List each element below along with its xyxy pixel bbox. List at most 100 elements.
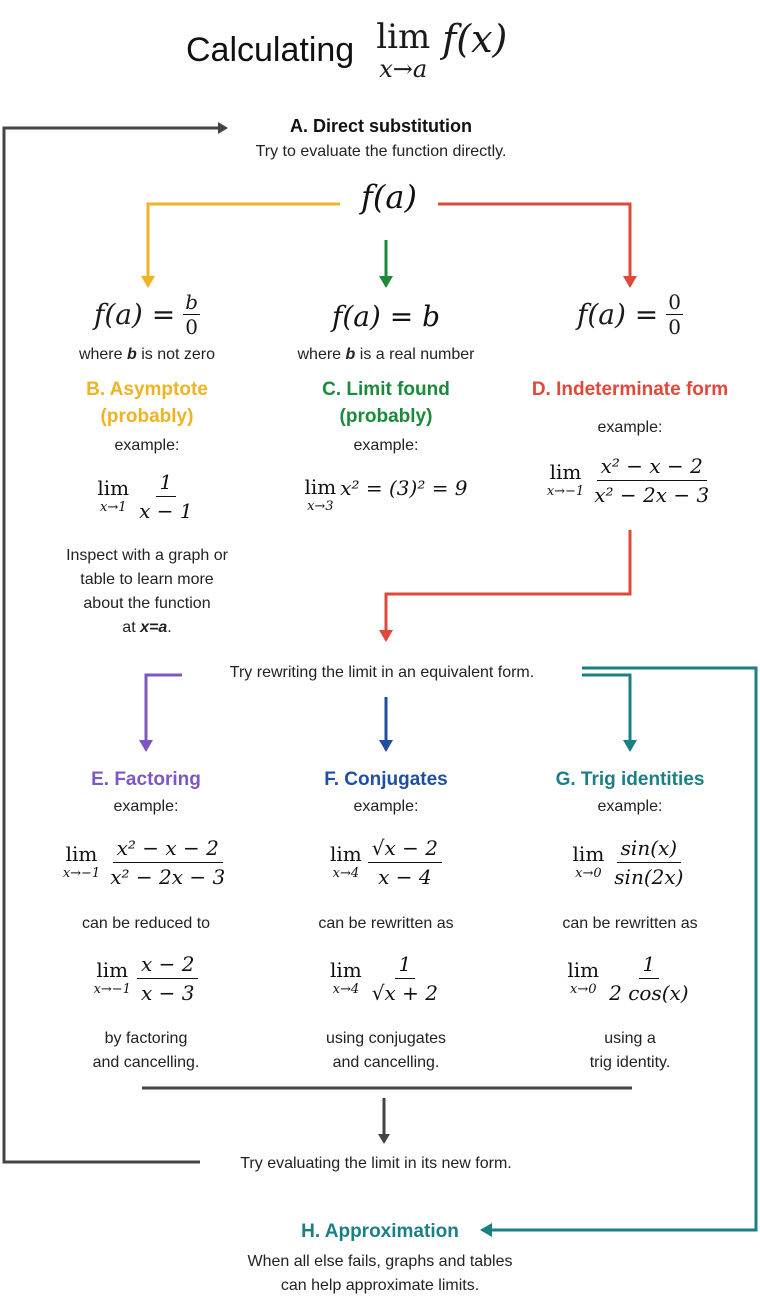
g-res-lim-sub: x→0: [570, 982, 597, 997]
b-heading-2: (probably): [100, 406, 194, 427]
g-ex-lim-sub: x→0: [575, 866, 602, 881]
c-example-label: example:: [353, 437, 419, 454]
e-ex-lim-sub: x→−1: [62, 866, 101, 881]
g-foot-1: using a: [604, 1030, 656, 1047]
g-middle: can be rewritten as: [562, 915, 698, 932]
title-lim-sub: x→a: [379, 54, 428, 83]
f-res-frac: 1√x + 2: [368, 953, 442, 1004]
c-note: where b is a real number: [270, 343, 502, 367]
c-expr: f(a) = b: [331, 300, 441, 333]
g-ex-den: sin(2x): [614, 864, 684, 889]
e-ex-den: x² − 2x − 3: [110, 864, 226, 889]
b-note-var: b: [126, 346, 137, 363]
f-middle: can be rewritten as: [318, 915, 454, 932]
b-note-pre: where: [78, 346, 123, 363]
g-foot: using a trig identity.: [514, 1027, 746, 1075]
b-heading: B. Asymptote (probably): [44, 376, 250, 430]
d-heading: D. Indeterminate form: [531, 379, 729, 400]
h-desc: When all else fails, graphs and tables c…: [180, 1250, 580, 1298]
arrow-to-g: [582, 673, 637, 752]
b-ex-den: x − 1: [139, 498, 193, 523]
title-text: Calculating: [186, 30, 355, 69]
e-foot: by factoring and cancelling.: [30, 1027, 262, 1075]
c-note-var: b: [345, 346, 356, 363]
e-res-den: x − 3: [140, 980, 195, 1005]
f-res-lim-sub: x→4: [332, 982, 360, 997]
f-ex-num: √x − 2: [367, 837, 442, 863]
g-ex-num: sin(x): [616, 837, 682, 863]
f-example-label: example:: [353, 798, 419, 815]
b-heading-1: B. Asymptote: [86, 379, 208, 400]
c-ex-lim-sub: x→3: [307, 499, 334, 514]
g-ex-frac: sin(x)sin(2x): [610, 837, 687, 888]
d-frac: 0 0: [666, 292, 683, 337]
c-note-post: is a real number: [359, 346, 475, 363]
g-heading: G. Trig identities: [555, 769, 705, 790]
f-res-den: √x + 2: [371, 980, 438, 1005]
g-res-den: 2 cos(x): [609, 980, 689, 1005]
g-foot-2: trig identity.: [589, 1054, 671, 1071]
c-heading-2: (probably): [339, 406, 433, 427]
c-ex-body: x² = (3)² = 9: [340, 476, 468, 500]
d-expr: f(a) = 0 0: [522, 292, 738, 337]
g-res-num: 1: [638, 953, 660, 979]
b-inspect-3: about the function: [83, 595, 211, 612]
a-expr: f(a): [361, 178, 417, 216]
b-note-post: is not zero: [141, 346, 216, 363]
b-inspect: Inspect with a graph or table to learn m…: [34, 544, 260, 640]
h-heading: H. Approximation: [301, 1221, 459, 1242]
title-lim: lim: [376, 16, 431, 57]
arrow-to-e: [139, 673, 182, 752]
b-inspect-2: table to learn more: [80, 571, 214, 588]
f-heading: F. Conjugates: [324, 769, 448, 790]
d-ex-den: x² − 2x − 3: [594, 482, 710, 507]
d-expr-lhs: f(a) =: [577, 298, 659, 331]
loop-arrow-to-a: [2, 122, 228, 1164]
b-inspect-4: at x=a.: [34, 616, 260, 640]
h-desc-1: When all else fails, graphs and tables: [247, 1253, 513, 1270]
arrow-to-d: [438, 202, 637, 288]
e-heading: E. Factoring: [91, 769, 201, 790]
arrow-to-h: [480, 666, 758, 1237]
f-foot: using conjugates and cancelling.: [270, 1027, 502, 1075]
b-expr: f(a) = b 0: [44, 292, 250, 337]
h-desc-2: can help approximate limits.: [280, 1277, 480, 1294]
rewrite-text: Try rewriting the limit in an equivalent…: [229, 664, 535, 681]
b-frac-den: 0: [185, 315, 198, 339]
arrow-to-b: [141, 202, 340, 288]
b-inspect-4-var: x=a: [140, 619, 168, 636]
e-res-lim-sub: x→−1: [93, 982, 131, 997]
b-expr-lhs: f(a) =: [93, 298, 176, 331]
f-res-num: 1: [394, 953, 416, 979]
b-note: where b is not zero: [44, 343, 250, 367]
f-foot-1: using conjugates: [325, 1030, 447, 1047]
f-ex-den: x − 4: [378, 864, 432, 889]
b-ex-lim-sub: x→1: [100, 500, 127, 515]
b-inspect-1: Inspect with a graph or: [66, 547, 228, 564]
e-foot-2: and cancelling.: [92, 1054, 200, 1071]
arrow-d-to-rewrite: [379, 530, 632, 642]
a-heading: A. Direct substitution: [289, 116, 472, 136]
b-example-label: example:: [114, 437, 180, 454]
b-inspect-4-pre: at: [122, 619, 136, 636]
c-heading: C. Limit found (probably): [280, 376, 492, 430]
